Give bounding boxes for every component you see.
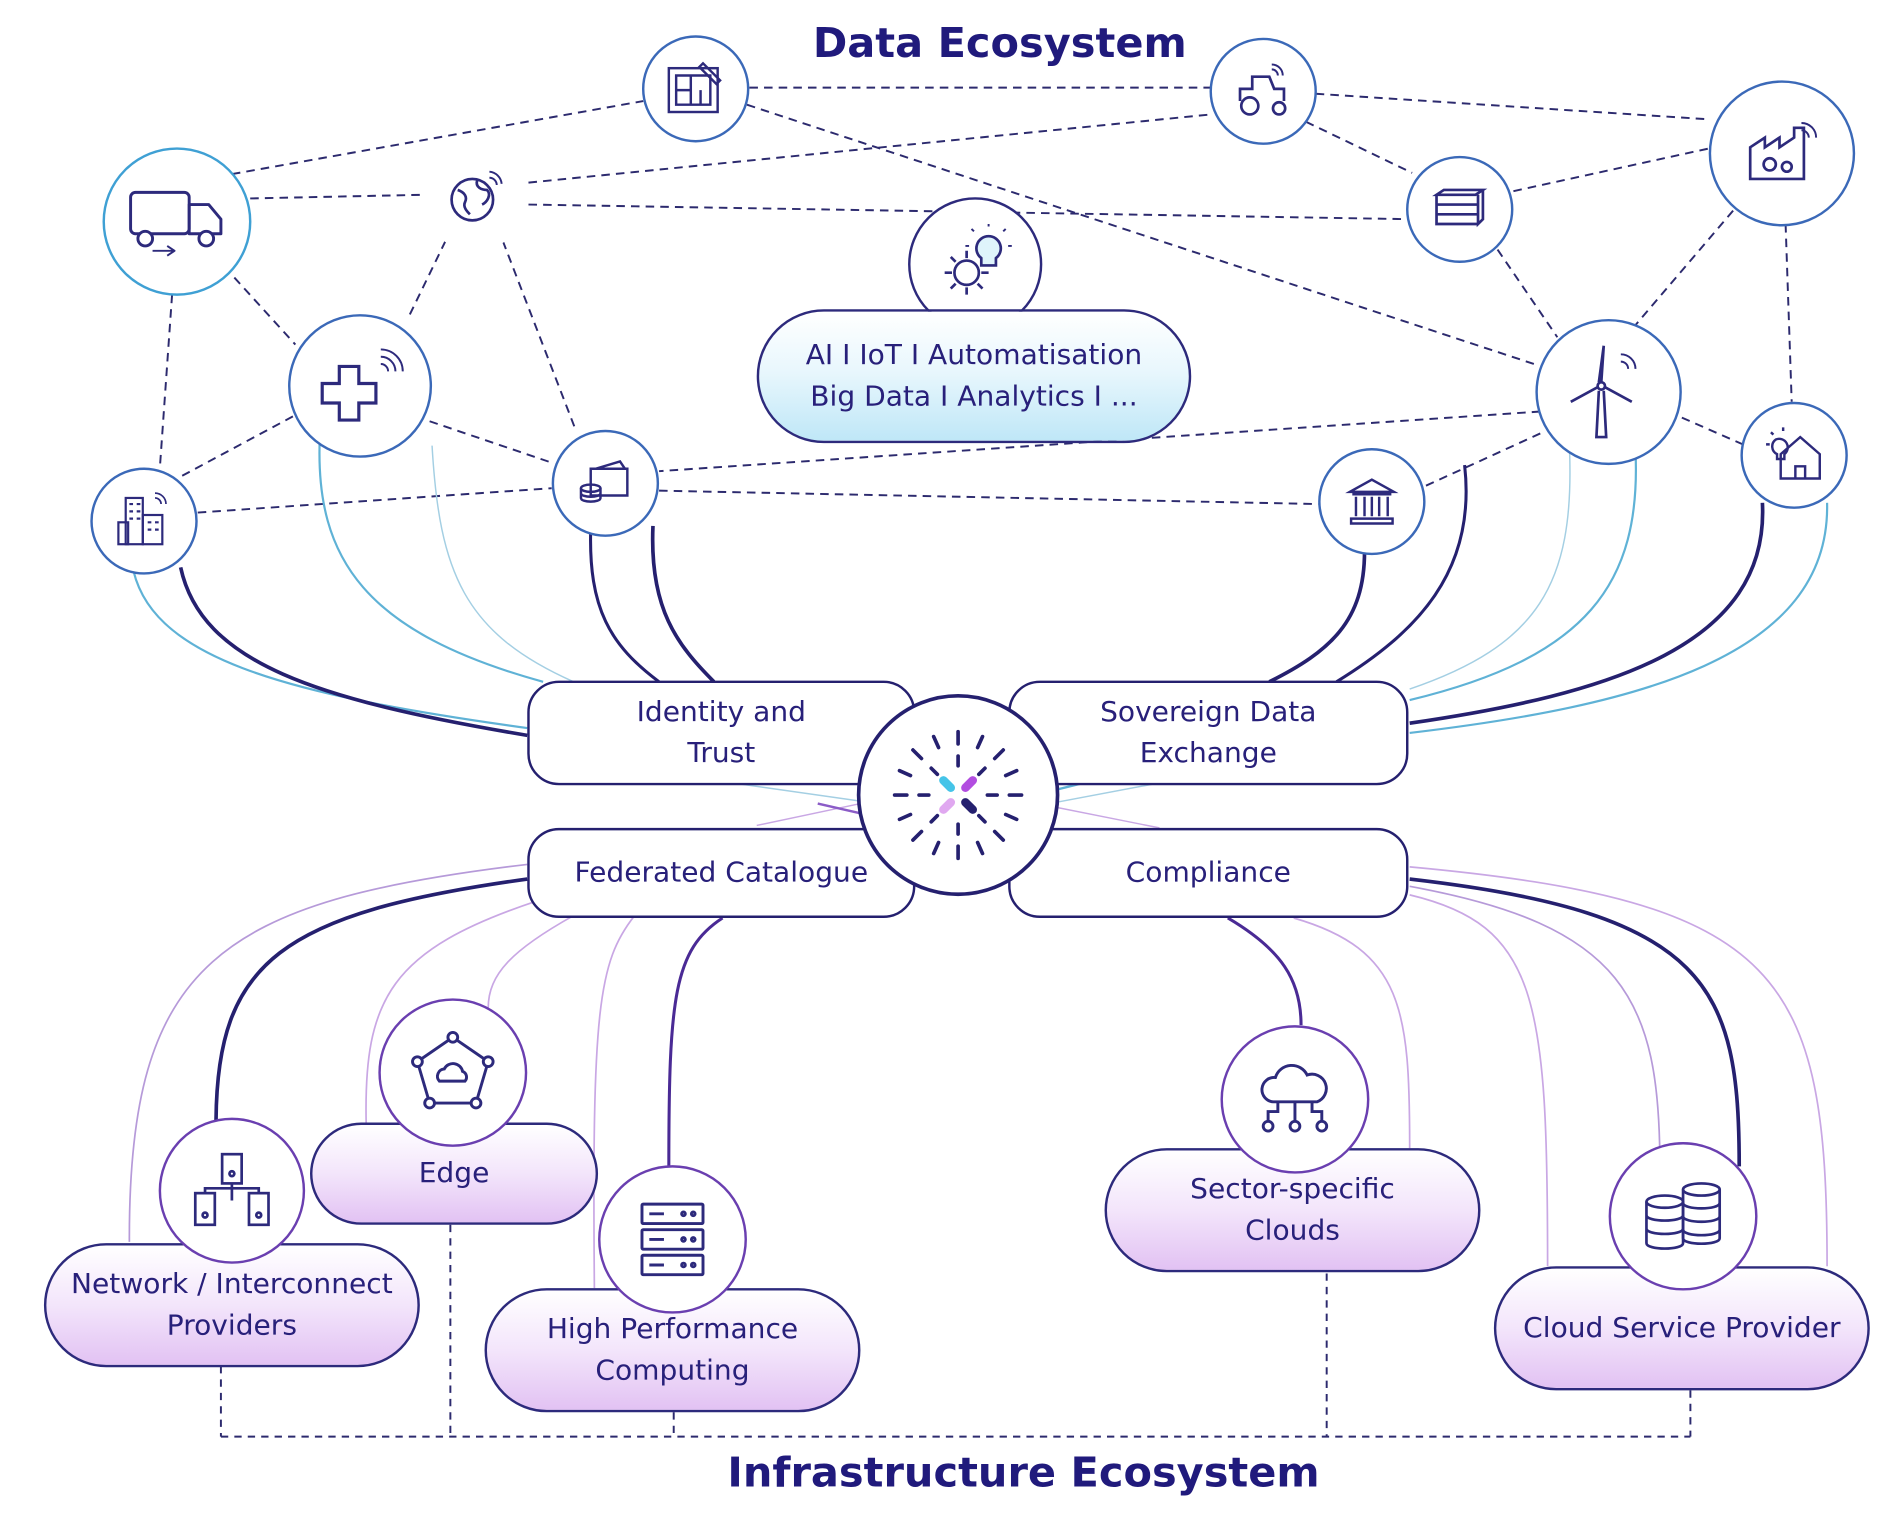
tractor-icon xyxy=(1209,37,1317,145)
medical-cross-icon xyxy=(288,314,433,458)
truck-icon xyxy=(102,147,252,296)
smart-home-icon xyxy=(1740,401,1848,509)
edge-cloud-icon xyxy=(378,998,528,1147)
infrastructure-bus xyxy=(219,1224,1692,1438)
server-rack-icon xyxy=(598,1165,747,1314)
wind-turbine-icon xyxy=(1535,318,1682,466)
hub-cross-links xyxy=(732,778,1160,829)
cloud-network-icon xyxy=(1220,1025,1370,1174)
network-servers-icon xyxy=(158,1117,306,1264)
bank-icon xyxy=(1318,448,1426,556)
data-ecosystem-title: Data Ecosystem xyxy=(812,19,1187,69)
infrastructure-ecosystem-title: Infrastructure Ecosystem xyxy=(727,1448,1320,1498)
database-icon xyxy=(1608,1142,1758,1291)
cloud-service-provider-pill: Cloud Service Provider xyxy=(1493,1266,1870,1391)
buildings-icon xyxy=(90,467,198,575)
identity-trust-box[interactable]: Identity and Trust xyxy=(527,680,916,786)
compliance-box[interactable]: Compliance xyxy=(1008,827,1409,918)
factory-icon xyxy=(1708,80,1856,227)
globe-icon xyxy=(421,143,529,251)
gear-bulb-icon xyxy=(908,197,1043,332)
gaia-x-logo-icon xyxy=(856,693,1060,897)
sector-specific-clouds-pill: Sector-specific Clouds xyxy=(1104,1148,1481,1273)
wallet-coins-icon xyxy=(551,429,660,537)
network-interconnect-pill: Network / Interconnect Providers xyxy=(43,1243,420,1368)
books-icon xyxy=(1406,155,1514,263)
sovereign-data-exchange-box[interactable]: Sovereign Data Exchange xyxy=(1008,680,1409,786)
federated-catalogue-box[interactable]: Federated Catalogue xyxy=(527,827,916,918)
upper-flows xyxy=(130,438,1829,738)
ai-iot-analytics-pill: AI I IoT I Automatisation Big Data I Ana… xyxy=(756,309,1192,444)
data-mesh-links xyxy=(158,86,1793,514)
blueprint-icon xyxy=(641,35,750,143)
